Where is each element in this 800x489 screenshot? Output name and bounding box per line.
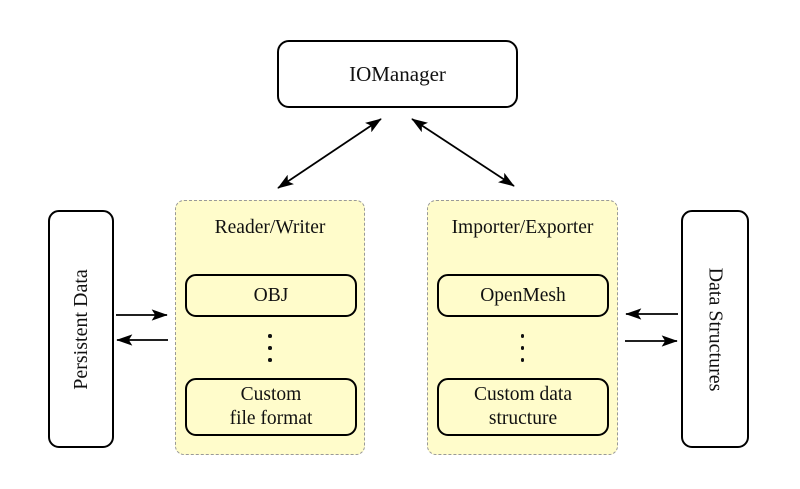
reader-writer-title: Reader/Writer bbox=[214, 217, 326, 238]
iomanager-node: IOManager bbox=[277, 40, 518, 108]
obj-label: OBJ bbox=[253, 284, 289, 306]
openmesh-label: OpenMesh bbox=[480, 284, 566, 306]
vertical-ellipsis-icon bbox=[176, 330, 364, 366]
custom-file-format-line2: file format bbox=[229, 408, 313, 429]
edge-iomanager-readerwriter bbox=[277, 118, 382, 189]
custom-data-structure-node: Custom data structure bbox=[437, 378, 609, 436]
edge-iomanager-importerexporter bbox=[411, 118, 515, 187]
persistent-data-node: Persistent Data bbox=[48, 210, 114, 448]
openmesh-node: OpenMesh bbox=[437, 274, 609, 317]
iomanager-label: IOManager bbox=[349, 61, 446, 86]
reader-writer-group: Reader/Writer OBJ Custom file format bbox=[175, 200, 365, 455]
persistent-data-label: Persistent Data bbox=[69, 268, 92, 390]
custom-file-format-node: Custom file format bbox=[185, 378, 357, 436]
custom-data-structure-line1: Custom data bbox=[473, 384, 573, 406]
data-structures-label: Data Structures bbox=[704, 267, 727, 391]
importer-exporter-group: Importer/Exporter OpenMesh Custom data s… bbox=[427, 200, 618, 455]
custom-data-structure-line2: structure bbox=[488, 408, 558, 429]
data-structures-node: Data Structures bbox=[681, 210, 749, 448]
custom-file-format-line1: Custom bbox=[240, 384, 302, 406]
vertical-ellipsis-icon bbox=[428, 330, 617, 366]
importer-exporter-title: Importer/Exporter bbox=[451, 217, 594, 238]
obj-node: OBJ bbox=[185, 274, 357, 317]
